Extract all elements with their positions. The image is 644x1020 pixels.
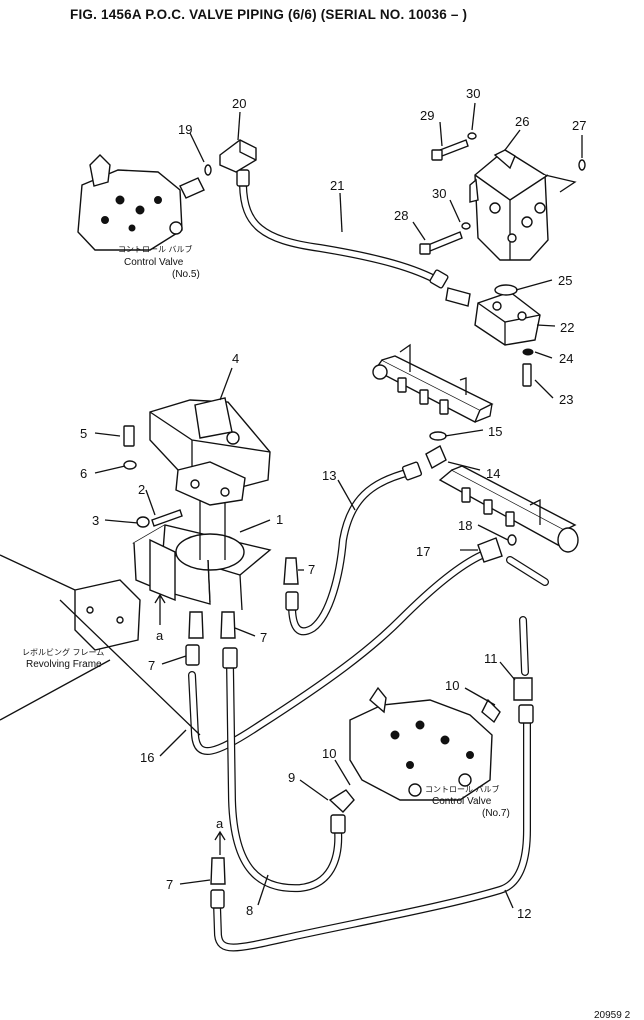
callout-13: 13 — [322, 468, 336, 483]
component-labels: コントロール バルブ Control Valve (No.5) コントロール バ… — [22, 244, 631, 1020]
poc-valve-assembly — [204, 132, 586, 387]
callout-23: 23 — [559, 392, 573, 407]
callout-6: 6 — [80, 466, 87, 481]
callout-25: 25 — [558, 273, 572, 288]
control-valve-no5 — [77, 154, 205, 251]
callout-7-d: 7 — [166, 877, 173, 892]
callout-24: 24 — [559, 351, 573, 366]
leader-lines — [94, 102, 583, 909]
cv5-en-label: Control Valve — [124, 257, 184, 268]
cv7-no-label: (No.7) — [482, 808, 510, 819]
callout-29: 29 — [420, 108, 434, 123]
callout-27: 27 — [572, 118, 586, 133]
solenoid-valve — [149, 397, 271, 506]
callout-7-c: 7 — [148, 658, 155, 673]
callouts: 20 19 21 30 29 26 27 30 28 25 22 24 23 1… — [80, 86, 586, 921]
bracket — [123, 425, 272, 611]
cv7-jp-label: コントロール バルブ — [425, 784, 500, 794]
cv5-no-label: (No.5) — [172, 269, 200, 280]
callout-1: 1 — [276, 512, 283, 527]
callout-20: 20 — [232, 96, 246, 111]
callout-19: 19 — [178, 122, 192, 137]
control-valve-no7 — [349, 686, 501, 801]
reference-mark-a-upper: a — [156, 628, 164, 643]
cv5-jp-label: コントロール バルブ — [118, 244, 193, 254]
callout-10-high: 10 — [445, 678, 459, 693]
callout-9: 9 — [288, 770, 295, 785]
callout-5: 5 — [80, 426, 87, 441]
hoses — [188, 181, 549, 952]
fittings — [185, 169, 534, 909]
footer-code: 20959 2 — [594, 1010, 631, 1020]
callout-30-mid: 30 — [432, 186, 446, 201]
callout-30-top: 30 — [466, 86, 480, 101]
reference-mark-a-lower: a — [216, 816, 224, 831]
callout-18: 18 — [458, 518, 472, 533]
manifold-top — [372, 343, 494, 441]
revolving-frame-jp-label: レボルビング フレーム — [22, 647, 104, 657]
callout-10-low: 10 — [322, 746, 336, 761]
callout-21: 21 — [330, 178, 344, 193]
callout-17: 17 — [416, 544, 430, 559]
revolving-frame-en-label: Revolving Frame — [26, 659, 102, 670]
callout-7-a: 7 — [308, 562, 315, 577]
callout-4: 4 — [232, 351, 239, 366]
figure-title: FIG. 1456A P.O.C. VALVE PIPING (6/6) (SE… — [70, 7, 468, 22]
callout-28: 28 — [394, 208, 408, 223]
callout-7-b: 7 — [260, 630, 267, 645]
callout-16: 16 — [140, 750, 154, 765]
callout-15: 15 — [488, 424, 502, 439]
callout-3: 3 — [92, 513, 99, 528]
callout-11: 11 — [484, 651, 498, 666]
callout-12: 12 — [517, 906, 531, 921]
cv7-en-label: Control Valve — [432, 796, 492, 807]
callout-14: 14 — [486, 466, 500, 481]
callout-2: 2 — [138, 482, 145, 497]
callout-8: 8 — [246, 903, 253, 918]
callout-22: 22 — [560, 320, 574, 335]
revolving-frame — [0, 554, 226, 855]
callout-26: 26 — [515, 114, 529, 129]
manifold-bottom — [438, 465, 579, 553]
